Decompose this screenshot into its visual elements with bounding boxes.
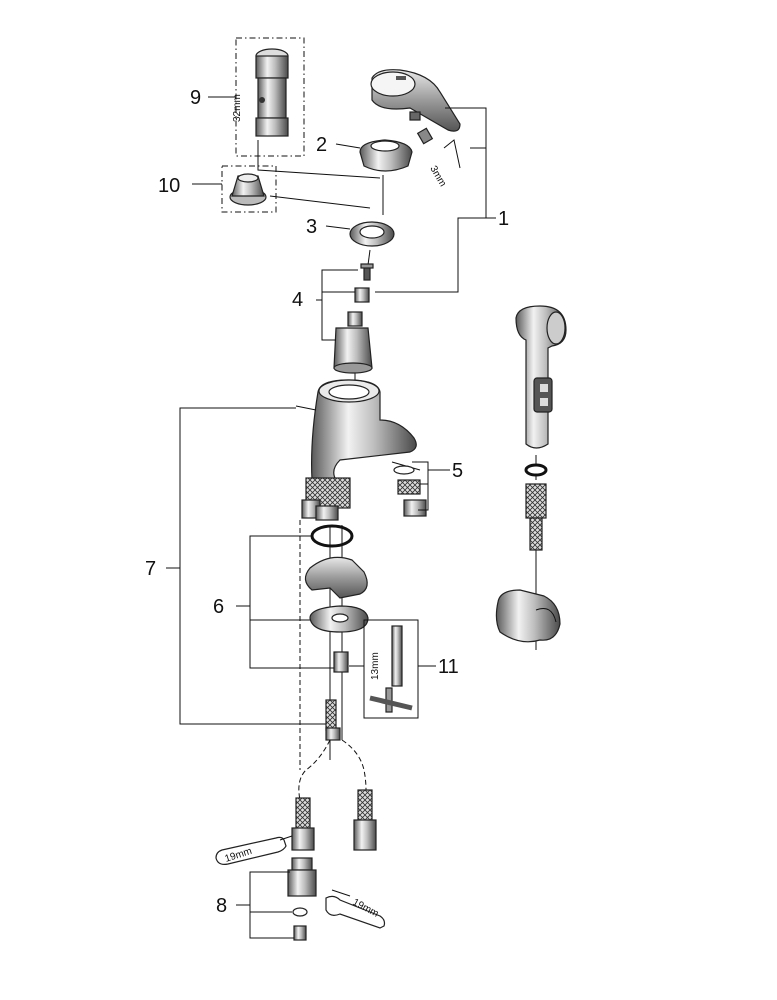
part-1-group: 3mm 1 bbox=[370, 69, 509, 293]
part-10-seal-icon bbox=[229, 173, 267, 206]
shower-hose-icon bbox=[525, 483, 547, 551]
aerator-icon bbox=[397, 479, 427, 517]
grub-screw-icon bbox=[416, 127, 434, 145]
spanner-19mm-upper-icon bbox=[215, 835, 293, 865]
hose-end-left-icon bbox=[291, 797, 315, 851]
dim-13mm: 13mm bbox=[370, 652, 381, 680]
callout-8: 8 bbox=[216, 895, 227, 917]
cap-ring-icon bbox=[359, 139, 413, 172]
tap-body-icon bbox=[295, 379, 417, 481]
callout-11: 11 bbox=[438, 656, 459, 678]
flex-hoses bbox=[291, 739, 377, 851]
shower-washer-icon bbox=[524, 463, 548, 477]
part-11-group: 13mm 11 bbox=[349, 619, 459, 719]
part-9-cartridge-icon bbox=[255, 48, 289, 137]
part-3-group: 3 bbox=[306, 216, 395, 247]
o-ring-icon bbox=[310, 524, 354, 548]
callout-7: 7 bbox=[145, 558, 156, 580]
part-6-group: 6 bbox=[213, 524, 369, 673]
callout-3: 3 bbox=[306, 216, 317, 238]
support-plate-icon bbox=[304, 556, 368, 599]
callout-1: 1 bbox=[498, 208, 509, 230]
wall-holder-icon bbox=[495, 589, 561, 643]
threaded-shank-icon bbox=[301, 477, 351, 521]
dim-32mm: 32mm bbox=[232, 94, 243, 122]
callout-10: 10 bbox=[158, 175, 180, 197]
adapter-nipple-icon bbox=[287, 857, 317, 897]
part-8-group: 19mm 19mm 8 bbox=[215, 835, 386, 941]
hex-key-icon bbox=[443, 139, 461, 169]
lever-handle-icon bbox=[370, 69, 461, 132]
callout-6: 6 bbox=[213, 596, 224, 618]
seal-washer-icon bbox=[292, 907, 308, 917]
part-10-frame bbox=[221, 165, 277, 213]
hex-nut-icon bbox=[354, 287, 370, 303]
part-7-group: 7 bbox=[145, 407, 341, 741]
part-2-group: 2 bbox=[316, 134, 413, 172]
t-wrench-icon bbox=[369, 625, 413, 713]
horseshoe-washer-icon bbox=[309, 605, 369, 633]
pull-rod-icon bbox=[325, 699, 341, 741]
hose-end-right-icon bbox=[353, 789, 377, 851]
part-5-group: 5 bbox=[393, 460, 463, 517]
bezel-ring-icon bbox=[349, 221, 395, 247]
spanner-19mm-lower-icon bbox=[325, 889, 386, 929]
part-9-group: 32mm 9 bbox=[190, 37, 305, 157]
fixing-nut-icon bbox=[333, 651, 349, 673]
callout-2: 2 bbox=[316, 134, 327, 156]
part-10-group: 10 bbox=[158, 165, 277, 213]
cartridge-valve-icon bbox=[333, 311, 373, 374]
hand-shower-set bbox=[495, 305, 567, 643]
callout-9: 9 bbox=[190, 87, 201, 109]
callout-5: 5 bbox=[452, 460, 463, 482]
aerator-washer-icon bbox=[393, 465, 415, 475]
hand-shower-icon bbox=[515, 305, 567, 449]
callout-4: 4 bbox=[292, 289, 303, 311]
screw-small-icon bbox=[360, 263, 374, 281]
part-4-group: 4 bbox=[292, 263, 374, 374]
part-11-frame bbox=[363, 619, 419, 719]
leader-lines-9-10 bbox=[257, 140, 381, 209]
dim-3mm: 3mm bbox=[427, 164, 448, 189]
filter-nut-icon bbox=[293, 925, 307, 941]
